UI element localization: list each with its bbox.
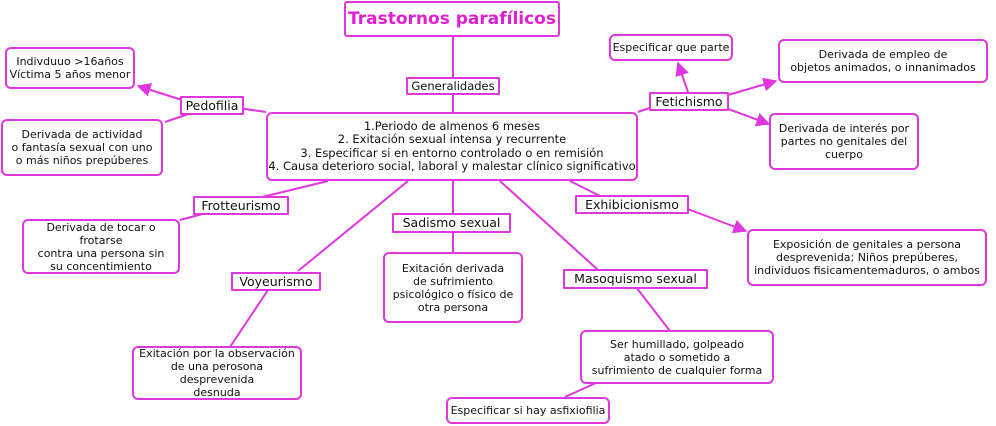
voyeurismo-desc: Exitación por la observación de una pero… [132, 346, 302, 400]
line-center-voyeurismo [297, 180, 409, 272]
fetichismo-spec: Especificar que parte [609, 34, 733, 61]
voyeurismo-label: Voyeurismo [231, 272, 321, 291]
line-center-frotteurismo [257, 180, 329, 199]
line-exhibicionismo-desc [684, 207, 748, 234]
line-pedofilia-note [136, 83, 183, 101]
line-voyeurismo-desc [229, 289, 269, 348]
frotteurismo-desc: Derivada de tocar o frotarse contra una … [22, 219, 180, 274]
line-fetichismo-desc1 [727, 77, 778, 96]
generalidades-label: Generalidades [406, 77, 500, 95]
sadismo-desc: Exitación derivada de sufrimiento psicol… [383, 252, 523, 323]
exhibicionismo-label: Exhibicionismo [575, 195, 689, 214]
sadismo-label: Sadismo sexual [392, 213, 511, 233]
pedofilia-desc: Derivada de actividad o fantasía sexual … [1, 119, 163, 176]
fetichismo-label: Fetichismo [649, 92, 729, 111]
masoquismo-label: Masoquismo sexual [563, 269, 708, 289]
line-masoquismo-spec [564, 381, 599, 398]
line-center-masoquismo [499, 180, 599, 271]
masoquismo-spec: Especificar si hay asfixiofilia [446, 397, 610, 424]
line-masoquismo-desc [635, 286, 671, 332]
line-fetichismo-spec [675, 61, 689, 93]
masoquismo-desc: Ser humillado, golpeado atado o sometido… [580, 330, 774, 384]
pedofilia-note: Indivduuo >16años Víctima 5 años menor [5, 47, 135, 89]
fetichismo-desc2: Derivada de interés por partes no genita… [769, 113, 919, 170]
generalidades-criteria: 1.Periodo de almenos 6 meses 2. Exitació… [266, 112, 638, 181]
fetichismo-desc1: Derivada de empleo de objetos animados, … [778, 39, 988, 83]
pedofilia-label: Pedofilia [180, 96, 244, 115]
frotteurismo-label: Frotteurismo [193, 196, 289, 215]
line-center-exhibicionismo [569, 180, 601, 197]
diagram-title: Trastornos parafílicos [344, 1, 560, 37]
exhibicionismo-desc: Exposición de genitales a persona despre… [747, 229, 987, 286]
